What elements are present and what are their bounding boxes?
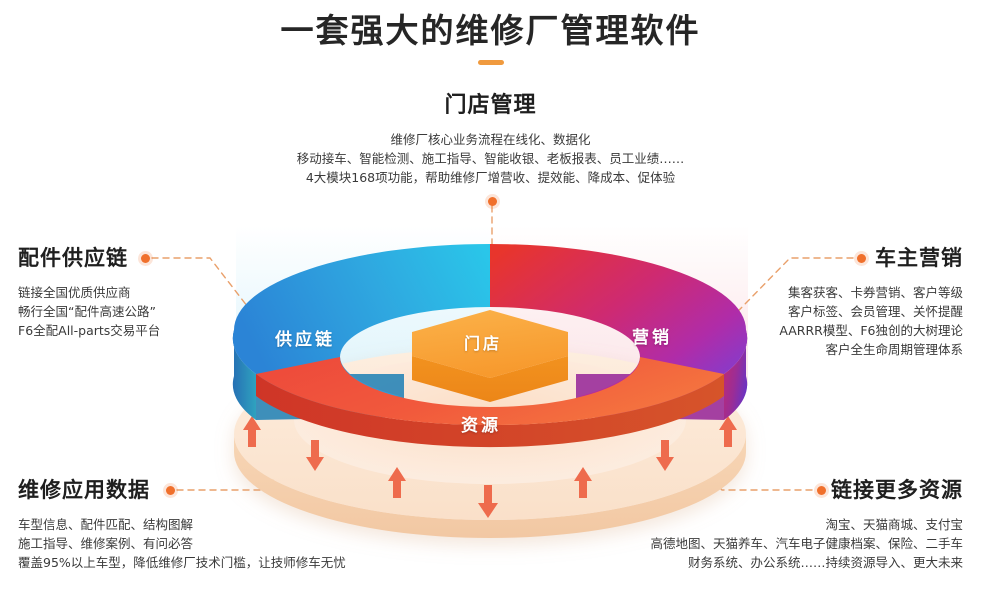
callout-store-body: 维修厂核心业务流程在线化、数据化 移动接车、智能检测、施工指导、智能收银、老板报… (0, 130, 981, 187)
rim-arrow-up-1 (243, 416, 261, 447)
rim-arrow-down-2 (478, 485, 498, 518)
rim-arrow-up-2 (388, 467, 406, 498)
leader-line-parts (151, 257, 286, 356)
segment-supply-chain-side (232, 330, 256, 420)
segment-label-resource: 资源 (461, 416, 501, 436)
callout-resource-line-2: 高德地图、天猫养车、汽车电子健康档案、保险、二手车 (650, 536, 963, 551)
page-title: 一套强大的维修厂管理软件 (280, 11, 701, 50)
center-hexagon-label: 门店 (464, 334, 503, 353)
callout-store-line-1: 维修厂核心业务流程在线化、数据化 (390, 132, 591, 147)
callout-parts-supply-chain: 配件供应链 链接全国优质供应商 畅行全国“配件高速公路” F6全配All-par… (18, 245, 160, 340)
segment-label-supply-chain: 供应链 (275, 330, 335, 350)
callout-parts-line-1: 链接全国优质供应商 (18, 285, 131, 300)
callout-resource-heading: 链接更多资源 (831, 478, 963, 502)
leader-line-repair (176, 454, 301, 491)
connector-dot-resource[interactable] (817, 486, 826, 495)
center-hexagon-prism[interactable] (412, 310, 568, 402)
callout-store-heading: 门店管理 (444, 93, 537, 118)
callout-repair-line-3: 覆盖95%以上车型，降低维修厂技术门槛，让技师修车无忧 (18, 555, 346, 570)
callout-parts-line-2: 畅行全国“配件高速公路” (18, 304, 156, 319)
segment-marketing-side (724, 330, 748, 420)
base-rim-arrows (243, 416, 737, 518)
callout-parts-heading: 配件供应链 (18, 246, 128, 270)
segment-resource-top (256, 357, 724, 426)
connector-dot-repair[interactable] (166, 486, 175, 495)
callout-owner-line-1: 集客获客、卡券营销、客户等级 (787, 285, 963, 300)
center-hexagon-side (412, 356, 568, 402)
callout-owner-body: 集客获客、卡券营销、客户等级 客户标签、会员管理、关怀提醒 AARRR模型、F6… (779, 283, 963, 359)
callout-resource-line-3: 财务系统、办公系统……持续资源导入、更大未来 (687, 555, 963, 570)
callout-repair-body: 车型信息、配件匹配、结构图解 施工指导、维修案例、有问必答 覆盖95%以上车型，… (18, 515, 346, 572)
callout-store-management: 门店管理 维修厂核心业务流程在线化、数据化 移动接车、智能检测、施工指导、智能收… (0, 93, 981, 187)
callout-store-line-2: 移动接车、智能检测、施工指导、智能收银、老板报表、员工业绩…… (296, 151, 685, 166)
segment-marketing-top (490, 244, 748, 397)
callout-owner-line-4: 客户全生命周期管理体系 (825, 342, 963, 357)
callout-owner-marketing: 车主营销 集客获客、卡券营销、客户等级 客户标签、会员管理、关怀提醒 AARRR… (779, 245, 963, 359)
title-underline-accent (477, 60, 504, 65)
segment-supply-chain-top (232, 244, 490, 397)
callout-repair-line-2: 施工指导、维修案例、有问必答 (18, 536, 194, 551)
segment-resource-side (256, 374, 724, 448)
callout-repair-line-1: 车型信息、配件匹配、结构图解 (18, 517, 194, 532)
callout-resource-line-1: 淘宝、天猫商城、支付宝 (825, 517, 963, 532)
rim-arrow-up-3 (574, 467, 592, 498)
callout-repair-data: 维修应用数据 车型信息、配件匹配、结构图解 施工指导、维修案例、有问必答 覆盖9… (18, 477, 346, 572)
callout-repair-heading: 维修应用数据 (18, 478, 150, 502)
callout-parts-line-3: F6全配All-parts交易平台 (18, 323, 161, 338)
callout-owner-line-2: 客户标签、会员管理、关怀提醒 (787, 304, 963, 319)
callout-owner-heading: 车主营销 (875, 246, 963, 270)
rim-arrow-up-4 (719, 416, 737, 447)
rim-arrow-down-1 (306, 440, 324, 471)
callout-resource-body: 淘宝、天猫商城、支付宝 高德地图、天猫养车、汽车电子健康档案、保险、二手车 财务… (650, 515, 963, 572)
center-hexagon-top (412, 310, 568, 378)
callout-owner-line-3: AARRR模型、F6独创的大树理论 (779, 323, 963, 338)
callout-parts-body: 链接全国优质供应商 畅行全国“配件高速公路” F6全配All-parts交易平台 (18, 283, 160, 340)
connector-dot-owner[interactable] (857, 254, 866, 263)
segment-resource[interactable] (256, 357, 724, 448)
rim-arrow-down-3 (656, 440, 674, 471)
connector-dot-store[interactable] (488, 197, 497, 206)
segment-label-marketing: 营销 (632, 328, 672, 348)
callout-more-resources: 链接更多资源 淘宝、天猫商城、支付宝 高德地图、天猫养车、汽车电子健康档案、保险… (650, 477, 963, 572)
connector-dot-parts[interactable] (141, 254, 150, 263)
base-disc-side (234, 434, 746, 538)
callout-store-line-3: 4大模块168项功能，帮助维修厂增营收、提效能、降成本、促体验 (305, 170, 676, 185)
